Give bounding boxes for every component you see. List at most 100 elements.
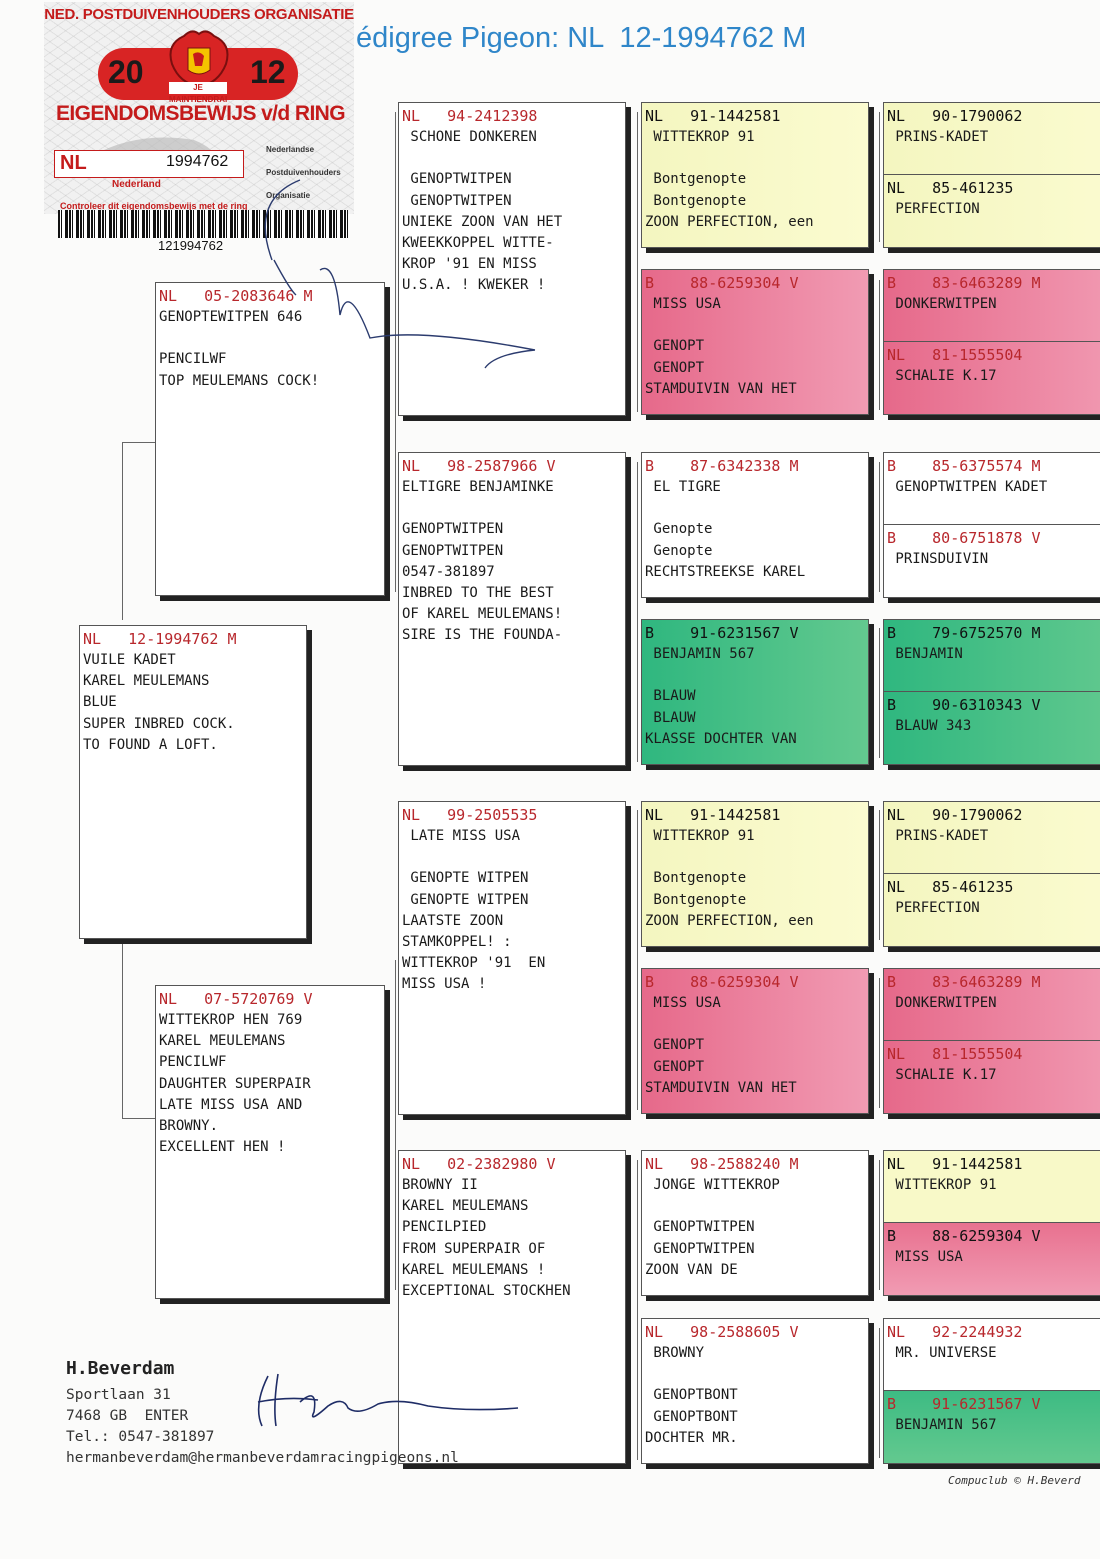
pigeon-card-g10[interactable]: NL 85-461235 PERFECTION xyxy=(887,876,1013,919)
country-code: NL xyxy=(887,1323,906,1341)
ring: 91-1442581 xyxy=(932,1155,1023,1173)
pigeon-line: ZOON VAN DE xyxy=(645,1261,738,1278)
ring: 99-2505535 xyxy=(447,806,538,824)
ring-number: NL 92-2244932 xyxy=(887,1321,1022,1343)
handwritten-signature xyxy=(257,1373,519,1427)
pigeon-card-g1[interactable]: NL 90-1790062 PRINS-KADET xyxy=(887,105,1022,148)
pigeon-line: KWEEKKOPPEL WITTE- xyxy=(402,235,554,252)
sex: M xyxy=(1031,457,1041,475)
pigeon-card-g14[interactable]: B 88-6259304 V MISS USA xyxy=(887,1225,1041,1268)
country-code: NL xyxy=(887,346,906,364)
pigeon-line: BROWNY II xyxy=(402,1177,478,1193)
ring-number: NL 85-461235 xyxy=(887,177,1013,199)
ring: 05-2083646 xyxy=(204,287,295,305)
sex: V xyxy=(546,1155,556,1173)
pigeon-name: DONKERWITPEN xyxy=(887,995,997,1011)
pigeon-line: LAATSTE ZOON xyxy=(402,912,504,929)
pigeon-line: SUPER INBRED COCK. xyxy=(83,715,235,732)
pigeon-card-g11[interactable]: B 83-6463289 M DONKERWITPEN xyxy=(887,971,1041,1014)
pigeon-card-sss[interactable]: NL 91-1442581 WITTEKROP 91 Bontgenopte B… xyxy=(641,102,869,248)
pigeon-line: KAREL MEULEMANS xyxy=(159,1033,286,1050)
pigeon-card-g4[interactable]: NL 81-1555504 SCHALIE K.17 xyxy=(887,344,1022,387)
connector xyxy=(879,1328,880,1458)
connector xyxy=(122,944,123,1118)
pigeon-line: STAMDUIVIN VAN HET xyxy=(645,1079,797,1096)
ring: 87-6342338 xyxy=(690,457,781,475)
country-code: B xyxy=(887,457,897,475)
card-ring-box xyxy=(54,150,244,178)
ring: 90-1790062 xyxy=(932,806,1023,824)
pigeon-line: UNIEKE ZOON VAN HET xyxy=(402,213,563,230)
pigeon-card-g9[interactable]: NL 90-1790062 PRINS-KADET xyxy=(887,804,1022,847)
pigeon-line: BLUE xyxy=(83,694,117,711)
pigeon-line: WITTEKROP 91 xyxy=(645,129,755,145)
sex: V xyxy=(303,990,313,1008)
pigeon-card-g7[interactable]: B 79-6752570 M BENJAMIN xyxy=(887,622,1041,665)
pigeon-line: PENCILPIED xyxy=(402,1219,487,1236)
pigeon-card-ds[interactable]: NL 99-2505535 LATE MISS USA GENOPTE WITP… xyxy=(398,801,626,1115)
pigeon-line: MISS USA ! xyxy=(402,976,487,993)
pigeon-line: STAMDUIVIN VAN HET xyxy=(645,380,797,397)
ring: 79-6752570 xyxy=(932,624,1023,642)
ring-number: NL 81-1555504 xyxy=(887,344,1022,366)
pigeon-line: DAUGHTER SUPERPAIR xyxy=(159,1075,311,1092)
pigeon-card-g3[interactable]: B 83-6463289 M DONKERWITPEN xyxy=(887,272,1041,315)
country-code: B xyxy=(887,274,897,292)
signature-scribble xyxy=(264,179,536,369)
connector xyxy=(637,1160,638,1460)
connector xyxy=(395,112,396,592)
pigeon-line xyxy=(645,498,868,519)
sex: M xyxy=(1031,973,1041,991)
pigeon-card-g12[interactable]: NL 81-1555504 SCHALIE K.17 xyxy=(887,1043,1022,1086)
pigeon-card-g2[interactable]: NL 85-461235 PERFECTION xyxy=(887,177,1013,220)
country-code: B xyxy=(645,973,655,991)
pigeon-line: Bontgenopte xyxy=(645,891,747,908)
country-code: B xyxy=(887,1227,897,1245)
pigeon-card-g5[interactable]: B 85-6375574 M GENOPTWITPEN KADET xyxy=(887,455,1047,498)
pigeon-card-g13[interactable]: NL 91-1442581 WITTEKROP 91 xyxy=(887,1153,1022,1196)
pigeon-pair-2: B 83-6463289 M DONKERWITPEN NL 81-1555504… xyxy=(883,269,1100,415)
pigeon-card-g6[interactable]: B 80-6751878 V PRINSDUIVIN xyxy=(887,527,1041,570)
pigeon-line: VUILE KADET xyxy=(83,652,176,668)
ring-number: NL 90-1790062 xyxy=(887,804,1022,826)
ring-number: B 88-6259304 V xyxy=(887,1225,1041,1247)
pigeon-line: 0547-381897 xyxy=(402,563,495,580)
pigeon-name: BLAUW 343 xyxy=(887,718,972,734)
pigeon-line: MISS USA xyxy=(645,995,721,1011)
pigeon-line: JONGE WITTEKROP xyxy=(645,1177,780,1193)
ring: 90-6310343 xyxy=(932,696,1023,714)
sex: V xyxy=(1031,1395,1041,1413)
pigeon-card-g15[interactable]: NL 92-2244932 MR. UNIVERSE xyxy=(887,1321,1022,1364)
connector xyxy=(879,1160,880,1290)
pigeon-line: LATE MISS USA AND xyxy=(159,1096,303,1113)
ring: 98-2588240 xyxy=(690,1155,781,1173)
owner-email[interactable]: hermanbeverdam@hermanbeverdamracingpigeo… xyxy=(66,1450,459,1466)
pigeon-card-g16[interactable]: B 91-6231567 V BENJAMIN 567 xyxy=(887,1393,1041,1436)
pigeon-line xyxy=(645,847,868,868)
card-org: NED. POSTDUIVENHOUDERS ORGANISATIE xyxy=(44,6,354,23)
connector xyxy=(879,462,880,592)
pigeon-line: GENOPTWITPEN xyxy=(402,542,504,559)
country-code: NL xyxy=(887,806,906,824)
owner-block: H.Beverdam Sportlaan 31 7468 GB ENTER Te… xyxy=(66,1358,459,1469)
country-code: B xyxy=(887,529,897,547)
pigeon-card-g8[interactable]: B 90-6310343 V BLAUW 343 xyxy=(887,694,1041,737)
pigeon-card-ddd[interactable]: NL 98-2588605 V BROWNY GENOPTBONT GENOPT… xyxy=(641,1318,869,1464)
pigeon-line: SCHONE DONKEREN xyxy=(402,129,537,145)
ring-number: B 91-6231567 V xyxy=(645,622,868,644)
pigeon-line: GENOPTBONT xyxy=(645,1408,738,1425)
connector xyxy=(637,462,638,762)
pigeon-card-ss[interactable]: NL 94-2412398 SCHONE DONKEREN GENOPTWITP… xyxy=(398,102,626,416)
pigeon-card-dds[interactable]: NL 98-2588240 M JONGE WITTEKROP GENOPTWI… xyxy=(641,1150,869,1296)
ring: 98-2587966 xyxy=(447,457,538,475)
pigeon-card-dss[interactable]: NL 91-1442581 WITTEKROP 91 Bontgenopte B… xyxy=(641,801,869,947)
